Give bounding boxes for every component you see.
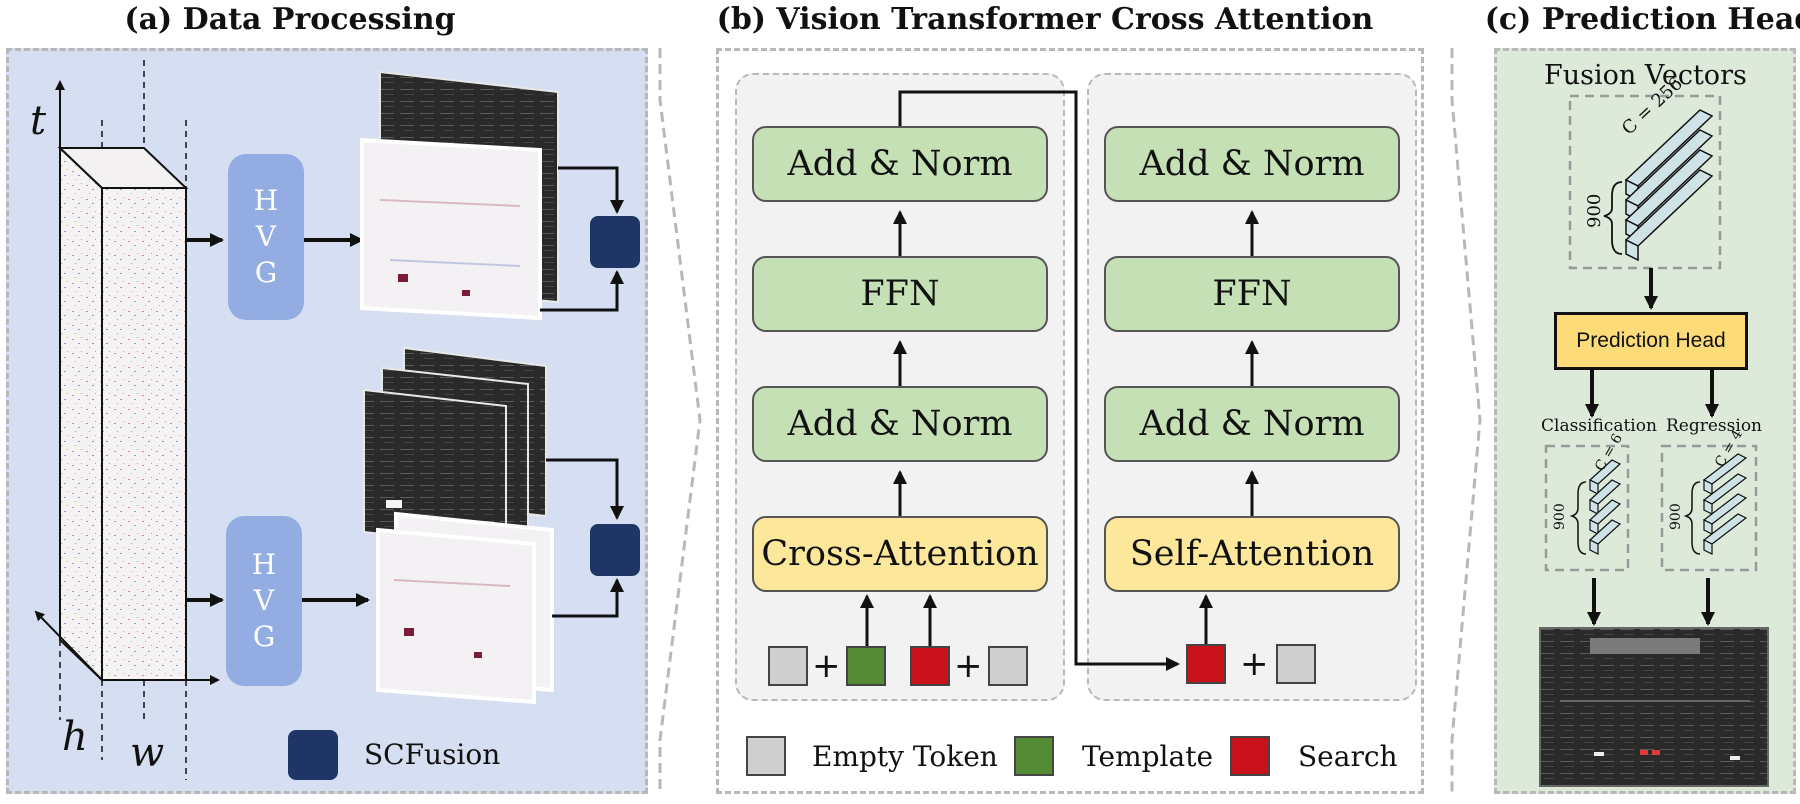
regression-brace [1683, 481, 1701, 555]
axis-h-label: h [62, 714, 88, 760]
token-search [910, 646, 950, 686]
panel-divider-ab [658, 48, 702, 794]
legend-template-label: Template [1082, 740, 1214, 773]
hvg-letter: V [255, 220, 277, 253]
legend-empty-token-swatch [746, 736, 786, 776]
cross-add-norm-bottom: Add & Norm [752, 386, 1048, 462]
self-add-norm-top: Add & Norm [1104, 126, 1400, 202]
hvg-block-top: H V G [228, 154, 304, 320]
regression-dim-n-label: 900 [1668, 503, 1684, 530]
output-tracking-image [1539, 627, 1769, 787]
bottom-image-stack [363, 346, 554, 705]
prediction-head-block: Prediction Head [1554, 312, 1748, 370]
fusion-vectors-box [1544, 94, 1758, 572]
hvg-letter: G [254, 256, 278, 289]
transformer-arrows [860, 90, 1259, 671]
regression-label: Regression [1666, 416, 1762, 436]
hvg-letter: V [253, 584, 275, 617]
axis-w-label: w [130, 730, 165, 776]
panel-b-title: (b) Vision Transformer Cross Attention [716, 2, 1374, 37]
hvg-letter: H [253, 184, 279, 217]
legend-search-label: Search [1298, 740, 1398, 773]
event-volume-cube [57, 145, 189, 683]
cube-to-hvg-arrows [186, 233, 370, 607]
classification-label: Classification [1541, 416, 1657, 436]
token-empty [1276, 644, 1316, 684]
plus-sign: + [954, 646, 983, 686]
panel-c-title: (c) Prediction Head [1484, 2, 1800, 37]
regression-bars [1702, 453, 1748, 555]
legend-empty-token-label: Empty Token [812, 740, 998, 773]
self-ffn: FFN [1104, 256, 1400, 332]
token-empty [988, 646, 1028, 686]
plus-sign: + [1240, 644, 1269, 684]
top-image-stack [360, 70, 559, 321]
scfusion-block-bottom [590, 524, 640, 576]
cross-add-norm-top: Add & Norm [752, 126, 1048, 202]
volume-guides [59, 60, 187, 780]
hvg-letter: G [252, 620, 276, 653]
image-to-scfusion-arrows [540, 166, 624, 618]
hvg-block-bottom: H V G [226, 516, 302, 686]
panel-divider-bc [1450, 48, 1482, 794]
cross-ffn: FFN [752, 256, 1048, 332]
volume-axes [34, 80, 220, 685]
scfusion-block-top [590, 216, 640, 268]
axis-t-label: t [30, 98, 47, 144]
token-empty [768, 646, 808, 686]
cross-attention-block: Cross-Attention [752, 516, 1048, 592]
fusion-vectors-bars [1624, 109, 1714, 262]
fusion-dim-n-label: 900 [1584, 193, 1605, 228]
scfusion-legend-swatch [288, 730, 338, 780]
classification-bars [1588, 459, 1622, 555]
token-search [1186, 644, 1226, 684]
fusion-vectors-label: Fusion Vectors [1544, 60, 1747, 91]
prediction-head-arrows [1585, 268, 1719, 626]
classification-brace [1569, 481, 1587, 555]
legend-search-swatch [1230, 736, 1270, 776]
legend-template-swatch [1014, 736, 1054, 776]
plus-sign: + [812, 646, 841, 686]
classification-dim-n-label: 900 [1552, 503, 1568, 530]
fusion-brace [1603, 181, 1623, 255]
scfusion-legend-label: SCFusion [364, 738, 501, 771]
token-template [846, 646, 886, 686]
hvg-letter: H [251, 548, 277, 581]
self-attention-block: Self-Attention [1104, 516, 1400, 592]
panel-a-title: (a) Data Processing [124, 2, 456, 37]
self-add-norm-bottom: Add & Norm [1104, 386, 1400, 462]
